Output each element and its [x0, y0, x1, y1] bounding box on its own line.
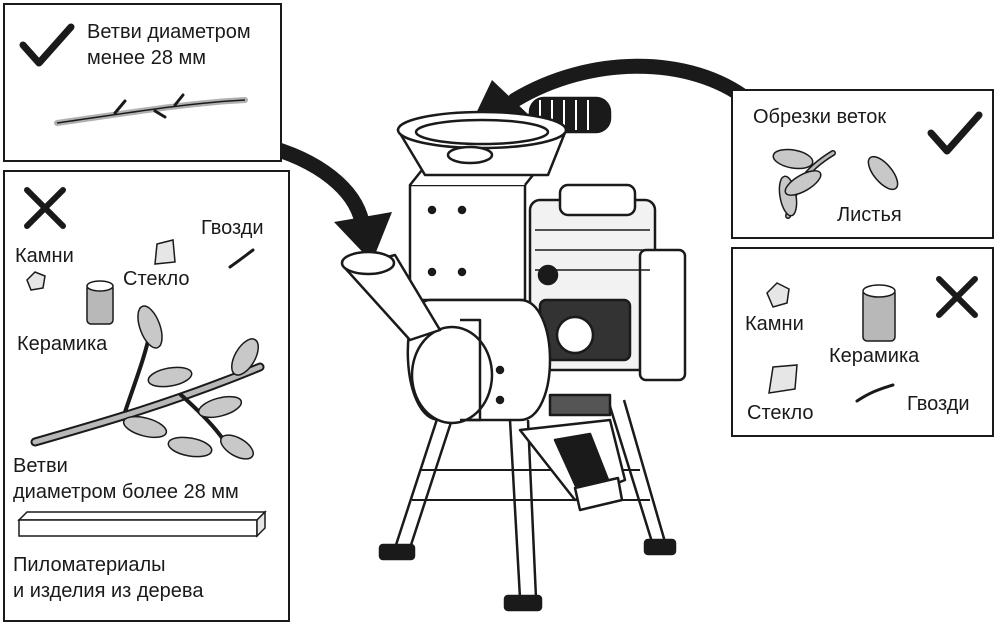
thick-leafy-branch-icon — [30, 305, 265, 460]
forbidden-feed-nails-label: Гвозди — [201, 217, 264, 239]
allowed-hopper-cuttings-label: Обрезки веток — [753, 106, 887, 128]
cross-icon — [936, 276, 978, 318]
panel-allowed-branches-graphics — [19, 23, 248, 126]
engine — [528, 183, 687, 417]
forbidden-feed-thick-branches-line2: диаметром более 28 мм — [13, 481, 239, 503]
glass-shard-icon — [768, 364, 798, 394]
forbidden-hopper-nails-label: Гвозди — [907, 393, 970, 415]
lumber-board-icon — [17, 510, 267, 538]
forbidden-hopper-glass-label: Стекло — [747, 402, 814, 424]
check-icon — [19, 23, 75, 67]
forbidden-feed-glass-label: Стекло — [123, 268, 190, 290]
check-icon — [927, 111, 983, 155]
panel-allowed-hopper: Обрезки веток Листья — [731, 89, 994, 239]
panel-forbidden-hopper-graphics — [766, 276, 978, 403]
panel-forbidden-feed-graphics — [17, 187, 267, 538]
cutter-housing — [406, 298, 552, 425]
stone-icon — [766, 282, 790, 308]
thin-branch-icon — [54, 93, 248, 126]
branch-cuttings-icon — [772, 148, 836, 219]
panel-forbidden-hopper: Камни Керамика Стекло Гвозди — [731, 247, 994, 437]
glass-shard-icon — [154, 239, 176, 265]
forbidden-hopper-stones-label: Камни — [745, 313, 804, 335]
stone-icon — [26, 271, 46, 291]
discharge-chute — [518, 418, 627, 512]
cross-icon — [24, 187, 66, 229]
forbidden-feed-lumber-line1: Пиломатериалы — [13, 554, 166, 576]
forbidden-feed-lumber-line2: и изделия из дерева — [13, 580, 204, 602]
allowed-branches-label-line2: менее 28 мм — [87, 47, 207, 69]
forbidden-hopper-ceramics-label: Керамика — [829, 345, 920, 367]
ceramic-cylinder-icon — [862, 284, 896, 342]
stand-legs — [378, 399, 677, 612]
allowed-branches-label-line1: Ветви диаметром — [87, 21, 251, 43]
top-hopper-funnel — [396, 110, 568, 177]
shredder-machine — [340, 96, 687, 612]
nail-icon — [855, 383, 895, 403]
leaf-icon — [867, 155, 899, 191]
panel-forbidden-feed: Камни Гвозди Стекло Керамика Ветви диаме… — [3, 170, 290, 622]
nail-icon — [228, 248, 255, 269]
forbidden-feed-thick-branches-line1: Ветви — [13, 455, 68, 477]
panel-allowed-branches: Ветви диаметром менее 28 мм — [3, 3, 282, 162]
ceramic-cylinder-icon — [86, 280, 114, 325]
forbidden-feed-stones-label: Камни — [15, 245, 74, 267]
panel-allowed-hopper-graphics — [772, 111, 983, 219]
hopper-column — [408, 158, 547, 302]
allowed-hopper-leaves-label: Листья — [837, 204, 902, 226]
forbidden-feed-ceramics-label: Керамика — [17, 333, 108, 355]
side-feed-chute — [340, 250, 442, 342]
